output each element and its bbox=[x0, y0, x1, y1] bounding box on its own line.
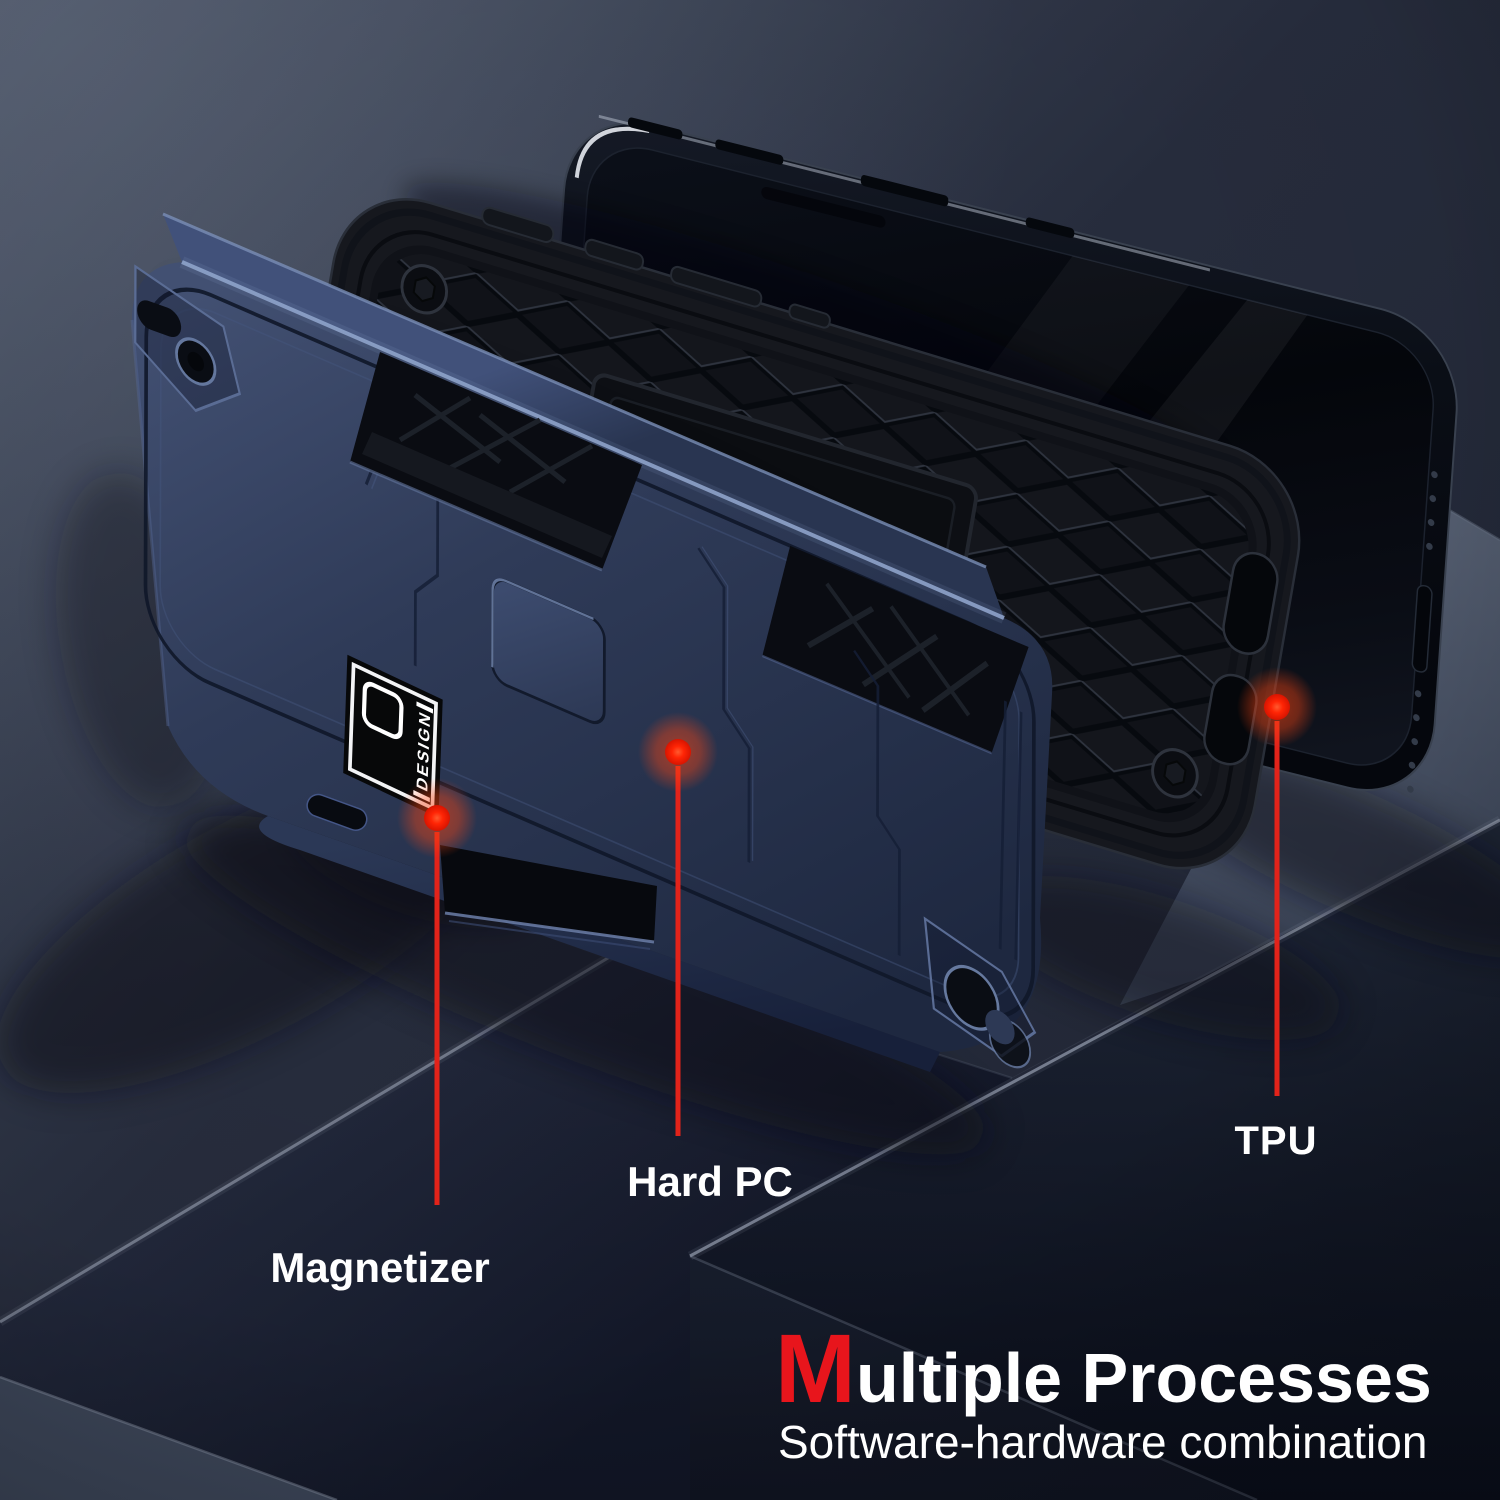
case-shell: DESIGN bbox=[130, 212, 1053, 1072]
caption-title-rest: ultiple Processes bbox=[856, 1339, 1432, 1417]
phone-speaker-holes bbox=[1407, 471, 1438, 793]
phone-port bbox=[1411, 584, 1433, 673]
phone-side-buttons bbox=[627, 117, 1075, 239]
callout-label-magnetizer: Magnetizer bbox=[270, 1244, 489, 1291]
callout-label-tpu: TPU bbox=[1235, 1119, 1318, 1163]
phone-earpiece bbox=[761, 186, 886, 228]
caption-title-first-letter: M bbox=[775, 1314, 856, 1423]
callout-label-hard-pc: Hard PC bbox=[627, 1158, 793, 1205]
callout-dot-hard-pc bbox=[638, 712, 718, 792]
callout-dot-magnetizer bbox=[397, 778, 477, 858]
case-bottom-sidewall bbox=[259, 816, 940, 1072]
tpu-edge-buttons bbox=[481, 206, 831, 329]
case-window-right bbox=[762, 545, 1029, 755]
case-kickstand-window bbox=[349, 352, 642, 572]
case-lower-window bbox=[440, 845, 657, 950]
caption-subtitle: Software-hardware combination bbox=[778, 1416, 1427, 1468]
badge-text: DESIGN bbox=[414, 707, 434, 794]
case-side-port-cutout bbox=[306, 793, 368, 831]
case-camera-cutout bbox=[134, 264, 242, 413]
case-lanyard-hole bbox=[923, 916, 1037, 1069]
case-top-rim bbox=[163, 214, 1004, 618]
caption: M ultiple Processes Software-hardware co… bbox=[775, 1314, 1432, 1468]
badge-logo-icon bbox=[361, 681, 404, 740]
callouts: Magnetizer Hard PC TPU bbox=[270, 667, 1317, 1291]
design-badge: DESIGN bbox=[343, 654, 443, 818]
callout-dot-tpu bbox=[1237, 667, 1317, 747]
tpu-screw bbox=[400, 264, 1199, 799]
